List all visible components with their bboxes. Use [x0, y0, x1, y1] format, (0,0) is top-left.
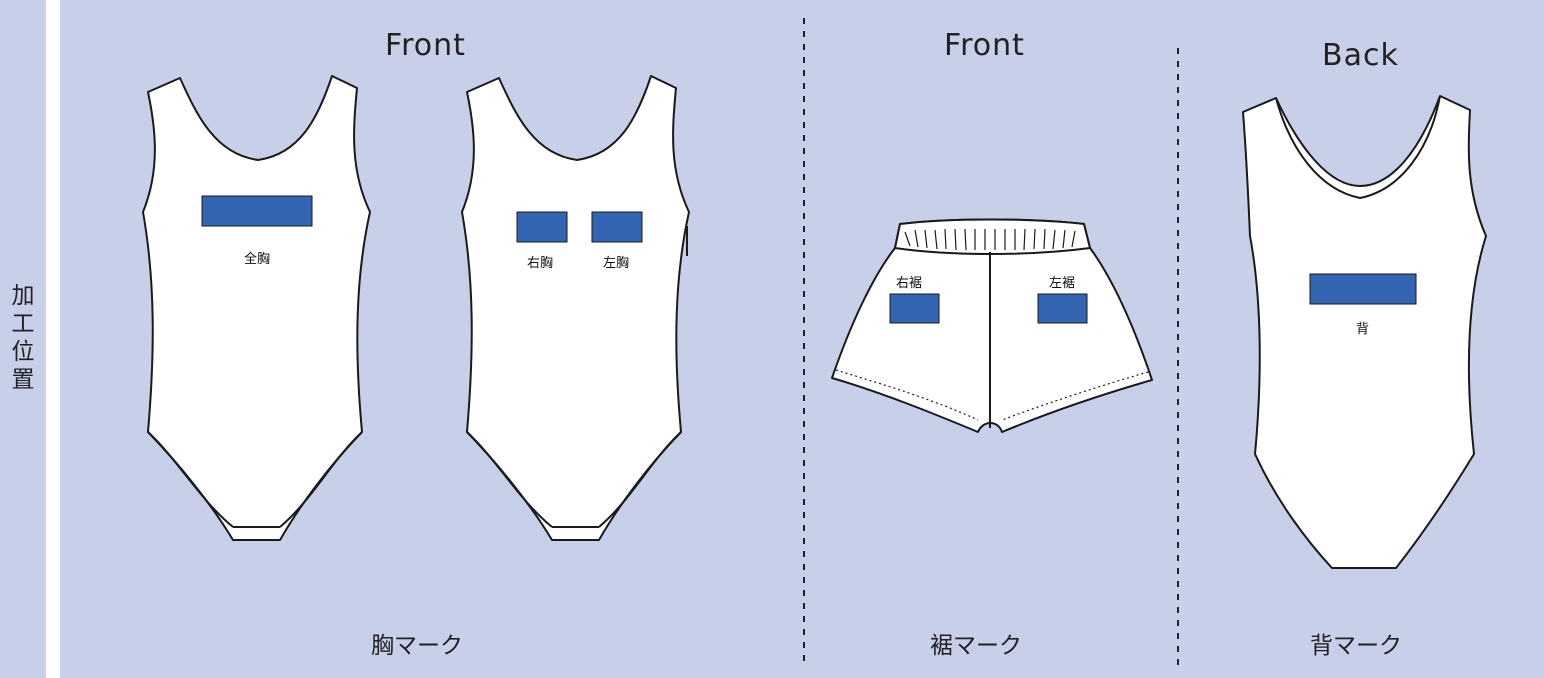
label-left-chest: 左胸: [603, 256, 630, 271]
heading-front-leotards: Front: [385, 28, 466, 63]
mark-full-chest: [201, 195, 313, 227]
label-full-chest: 全胸: [244, 252, 271, 267]
label-back: 背: [1356, 322, 1370, 337]
mark-left-chest: [591, 211, 643, 243]
leotard-front-full-chest: [142, 75, 371, 541]
mark-right-chest: [516, 211, 568, 243]
label-right-hem: 右裾: [896, 276, 923, 291]
side-label-char: 加: [11, 283, 35, 309]
heading-front-shorts: Front: [944, 28, 1025, 63]
heading-back: Back: [1322, 38, 1399, 73]
leotard-back: [1242, 95, 1487, 569]
side-label-char: 位: [11, 339, 35, 365]
caption-chest-mark: 胸マーク: [371, 633, 463, 659]
processing-position-label: 加 工 位 置: [0, 282, 46, 394]
label-right-chest: 右胸: [527, 256, 554, 271]
caption-back-mark: 背マーク: [1310, 633, 1402, 659]
label-left-hem: 左裾: [1049, 276, 1076, 291]
side-strip: [0, 0, 46, 678]
mark-right-hem: [889, 293, 940, 324]
caption-hem-mark: 裾マーク: [930, 633, 1022, 659]
mark-left-hem: [1037, 293, 1088, 324]
leotard-front-two-chest: [461, 75, 690, 541]
mark-back: [1309, 273, 1417, 305]
side-label-char: 工: [11, 311, 35, 337]
side-label-char: 置: [11, 367, 35, 393]
shorts-front: [831, 218, 1153, 433]
